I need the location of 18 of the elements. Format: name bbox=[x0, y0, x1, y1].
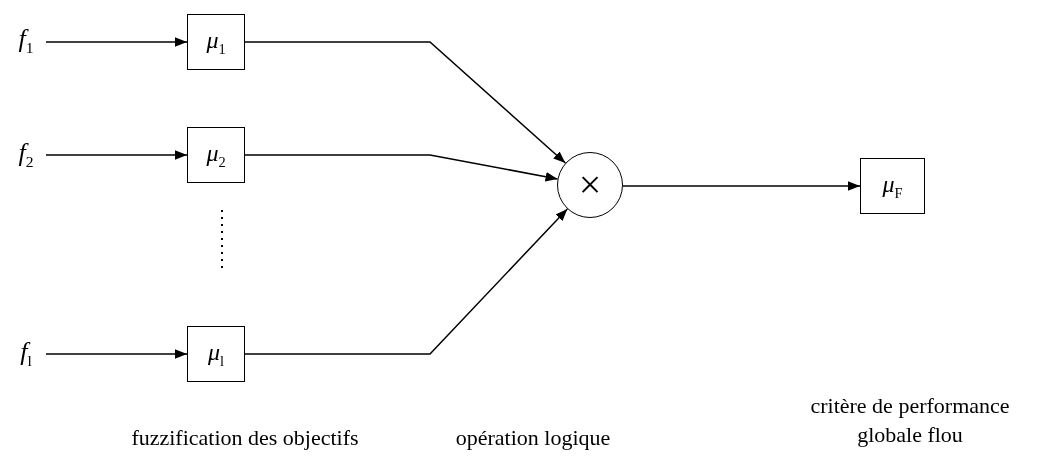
operator-circle: × bbox=[557, 152, 623, 218]
arrow bbox=[622, 181, 861, 191]
membership-box: μ$_{F}$ bbox=[860, 158, 925, 214]
membership-box: μ$_{l}$ bbox=[187, 326, 245, 382]
arrow bbox=[45, 150, 188, 160]
variable-label: f$_{2}$ bbox=[8, 138, 44, 172]
arrow bbox=[45, 37, 188, 47]
variable-label: f$_{l}$ bbox=[8, 337, 44, 371]
arrow bbox=[45, 349, 188, 359]
membership-box: μ$_{2}$ bbox=[187, 127, 245, 183]
caption-text: critère de performance globale flou bbox=[809, 392, 1011, 449]
variable-label: f$_{1}$ bbox=[8, 24, 44, 58]
arrow bbox=[244, 208, 569, 355]
caption-text: opération logique bbox=[454, 424, 612, 452]
arrow bbox=[244, 41, 567, 164]
arrow bbox=[244, 154, 559, 182]
membership-box: μ$_{1}$ bbox=[187, 14, 245, 70]
caption-text: fuzzification des objectifs bbox=[130, 424, 360, 452]
